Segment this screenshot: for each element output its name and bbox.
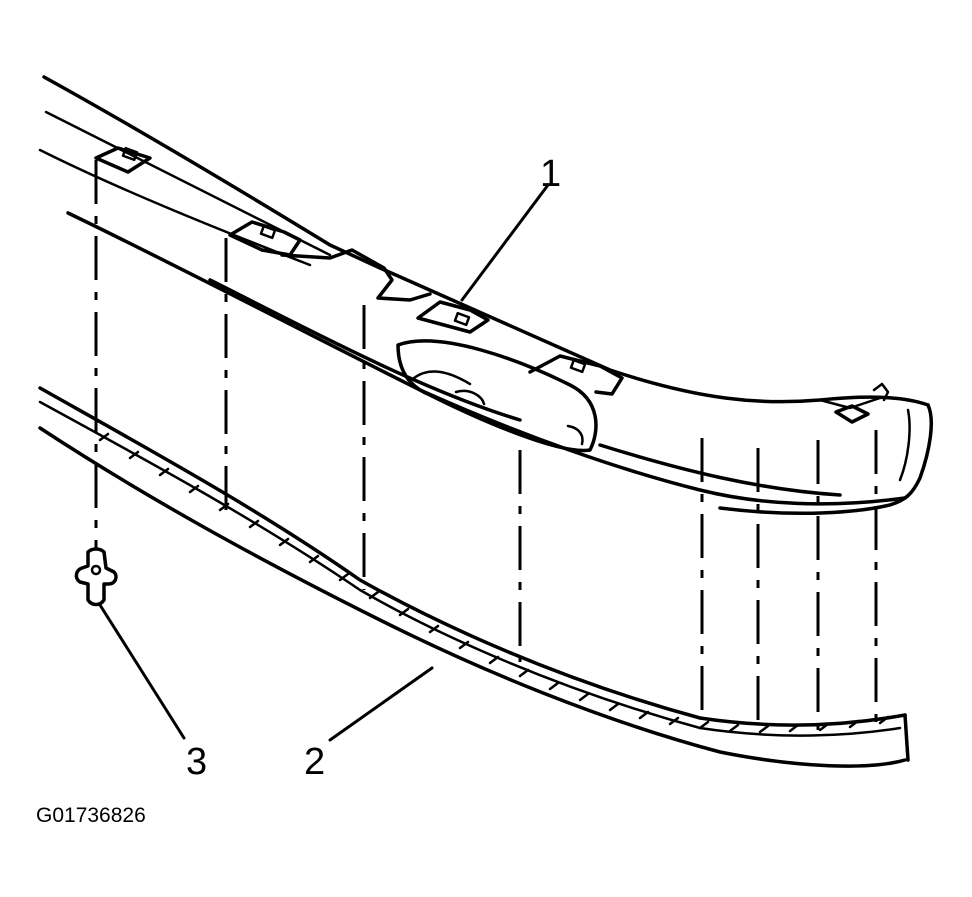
lower-deflector-strip — [38, 386, 910, 768]
fascia-mounting-tabs — [94, 146, 870, 424]
alignment-lines — [94, 160, 878, 730]
leader-lines — [98, 183, 550, 742]
callout-3: 3 — [186, 741, 207, 783]
push-pin-retainer — [74, 547, 118, 607]
bumper-fascia — [38, 75, 934, 516]
callout-1: 1 — [540, 153, 561, 195]
callout-2: 2 — [304, 741, 325, 783]
figure-id: G01736826 — [36, 804, 146, 827]
center-opening — [396, 339, 598, 453]
